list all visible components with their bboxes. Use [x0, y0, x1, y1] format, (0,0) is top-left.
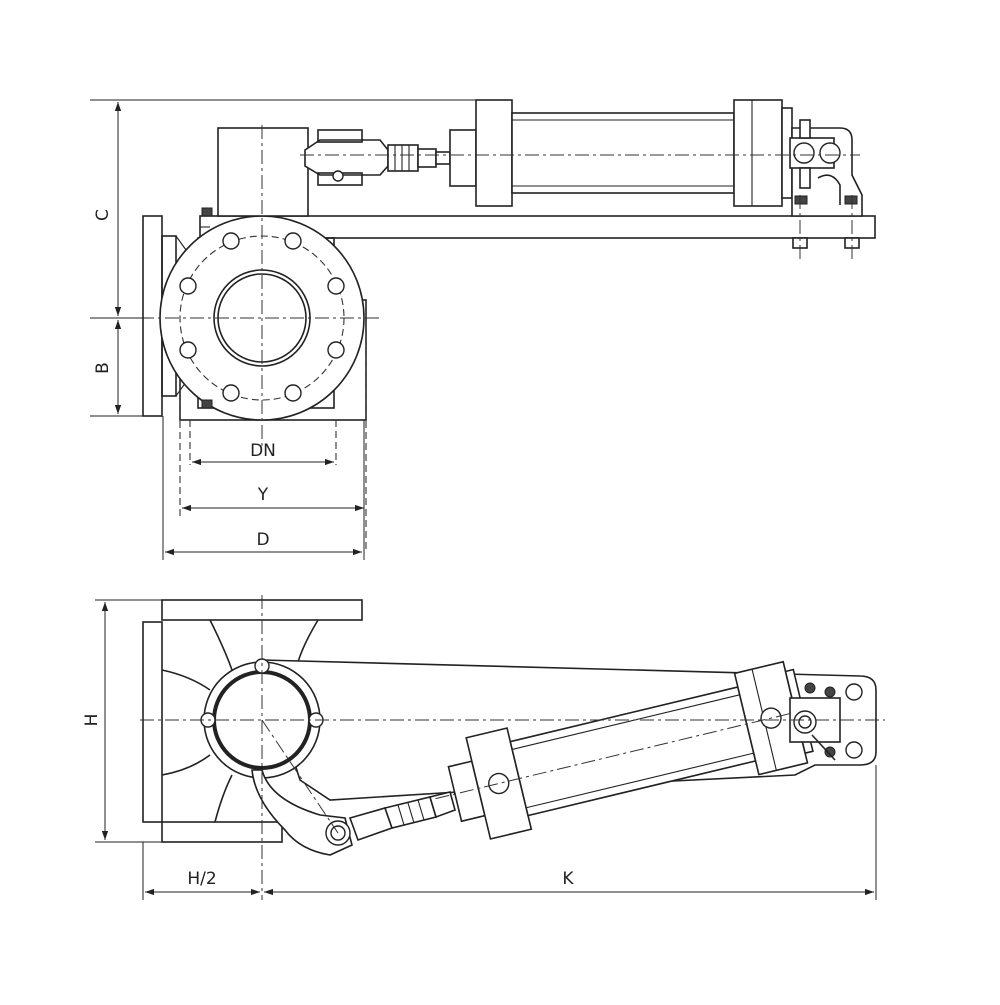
dim-label-c: C	[93, 209, 113, 221]
dim-label-b: B	[93, 362, 113, 374]
actuator-base-plate	[199, 215, 876, 239]
dimension-h2-k	[142, 765, 877, 900]
bolt-icon	[824, 746, 836, 758]
rod-end-clevis-top	[304, 129, 451, 186]
pneumatic-cylinder-top	[449, 99, 793, 207]
dim-label-d: D	[256, 530, 269, 550]
dim-label-h: H	[82, 714, 102, 727]
centerlines-bottom	[140, 595, 885, 900]
dim-label-h-half: H/2	[187, 869, 216, 889]
dim-label-k: K	[562, 869, 574, 889]
dimension-c-b	[90, 99, 476, 417]
rod-end-bottom	[348, 791, 456, 842]
bolt-hole-icon	[222, 232, 240, 250]
bolt-hole-icon	[179, 277, 197, 295]
bolt-hole-icon	[222, 384, 240, 402]
bottom-flange-bottom	[161, 774, 283, 843]
bolt-hole-icon	[284, 384, 302, 402]
left-flange-bottom	[142, 621, 211, 823]
bolt-icon	[804, 682, 816, 694]
dim-label-y: Y	[257, 485, 269, 505]
centerlines-top	[140, 125, 860, 450]
dimension-h	[95, 599, 162, 843]
gearbox-block	[217, 127, 309, 217]
top-view: C B DN Y D	[90, 99, 876, 560]
bolt-icon	[824, 686, 836, 698]
bolt-hole-icon	[179, 341, 197, 359]
crank-lever	[251, 719, 353, 856]
rear-pivot-bracket	[789, 682, 863, 761]
rear-clevis-bracket	[789, 119, 863, 249]
bottom-view: H H/2 K	[82, 595, 885, 900]
bolt-hole-icon	[327, 277, 345, 295]
bolt-hole-icon	[327, 341, 345, 359]
dim-label-dn: DN	[250, 441, 276, 461]
bolt-hole-icon	[284, 232, 302, 250]
flange-bolt-holes	[179, 207, 345, 409]
dimension-dn-y-d	[162, 416, 365, 560]
